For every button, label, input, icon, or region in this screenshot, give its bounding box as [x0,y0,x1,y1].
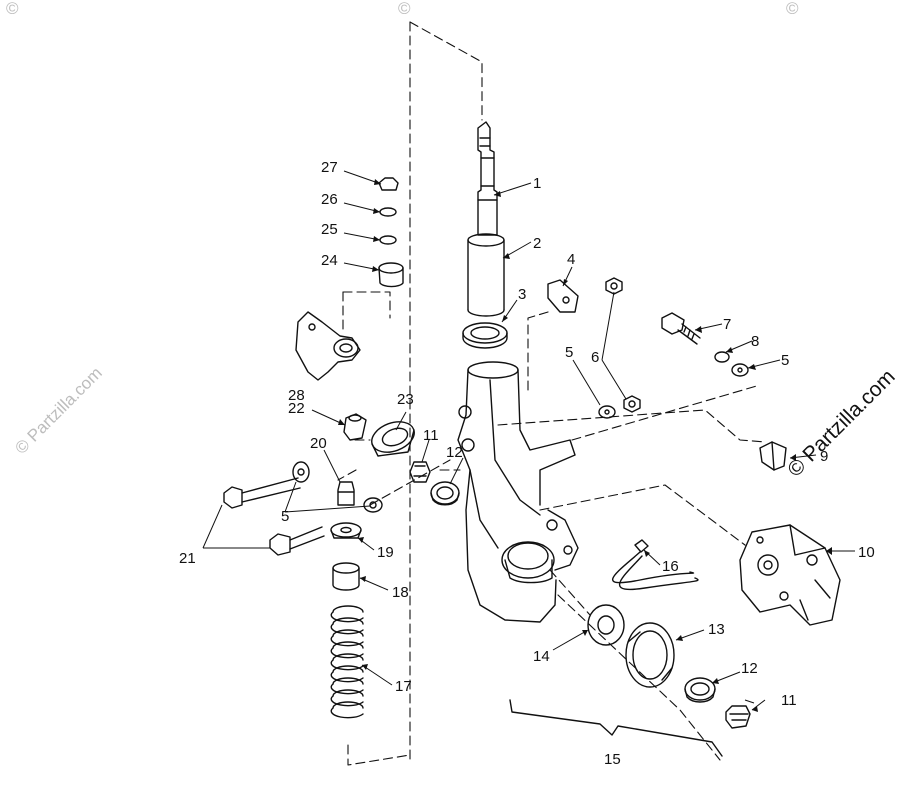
bolt-part-21-lower [269,526,325,556]
callout-1: 1 [533,175,541,192]
leader-lines [202,170,855,711]
callout-7: 7 [723,316,731,333]
callout-8: 8 [751,333,759,350]
callout-13: 13 [708,621,725,638]
callout-2: 2 [533,235,541,252]
washer-part-5d [292,461,310,483]
fitting-part-20 [337,481,355,506]
washer-part-5c-hole [369,501,377,509]
callout-24: 24 [321,252,338,269]
callout-labels: 1 2 3 4 5 5 5 6 7 8 9 10 11 11 12 12 13 … [179,159,875,768]
bolt-part-21-upper [223,477,301,509]
callout-14: 14 [533,648,550,665]
bushing-part-18 [332,562,360,591]
washer-part-5b-hole [737,367,743,373]
bearing-part-12-lower [684,677,716,703]
watermarks: © Partzilla.com © Partzilla.com © © © [6,0,900,482]
ring-seal-part [462,322,508,349]
nut-part-27 [378,177,399,191]
callout-21: 21 [179,550,196,567]
seal-part-14 [587,604,625,646]
callout-4: 4 [567,251,575,268]
washer-part-26 [379,207,397,217]
callout-12-a: 12 [446,444,463,461]
pin-part-22 [343,413,367,441]
assembly-guide-lines [337,21,766,766]
callout-18: 18 [392,584,409,601]
leader-arrowheads [338,179,832,712]
nut-part-6-lower [623,395,641,413]
callout-5-c: 5 [281,508,289,525]
bearing-part-12-upper [430,481,460,506]
callout-11-a: 11 [423,427,439,444]
pad-part-9 [759,441,787,471]
callout-25: 25 [321,221,338,238]
assembly-bracket-15 [509,699,723,757]
tie-rod-end-part [295,311,361,381]
lock-washer-part-8 [714,351,730,363]
brake-caliper-part [739,524,841,626]
callout-11-b: 11 [781,692,797,709]
hub-seal-part-23 [371,421,415,457]
washer-part-5d-hole [297,468,305,476]
watermark-top-right-mark: © [786,0,799,18]
bushing-part-24 [378,262,404,288]
nut-part-6-upper [605,277,623,295]
callout-16: 16 [662,558,679,575]
bolt-part-7 [661,312,701,345]
callout-5-b: 5 [781,352,789,369]
castle-nut-part-11-upper [409,461,431,483]
callout-22: 22 [288,400,305,417]
watermark-top-center-mark: © [398,0,411,18]
callout-17: 17 [395,678,412,695]
callout-28: 28 [288,387,305,404]
brake-drum-part [625,622,675,688]
callout-5-a: 5 [565,344,573,361]
washer-part-5c [363,497,383,513]
bracket-part [547,279,579,313]
callout-3: 3 [518,286,526,303]
callout-15: 15 [604,751,621,768]
castle-nut-part-11-lower [725,705,751,729]
callout-9: 9 [820,448,828,465]
washer-part-5b [731,363,749,377]
spring-seat-part-19 [330,522,362,539]
steering-knuckle-body [457,361,579,623]
sensor-part-16 [612,539,699,591]
washer-part-5a [598,405,616,419]
watermark-right: © Partzilla.com [783,365,899,481]
washer-part-25 [379,235,397,245]
callout-27: 27 [321,159,338,176]
callout-19: 19 [377,544,394,561]
callout-26: 26 [321,191,338,208]
washer-part-5a-hole [604,409,610,415]
callout-20: 20 [310,435,327,452]
sleeve-part [467,233,505,317]
callout-10: 10 [858,544,875,561]
callout-23: 23 [397,391,414,408]
callout-12-b: 12 [741,660,758,677]
spindle-shaft-part [477,121,498,236]
callout-6: 6 [591,349,599,366]
watermark-left: © Partzilla.com [11,363,105,457]
watermark-top-left-mark: © [6,0,19,18]
coil-spring-part [330,605,364,719]
